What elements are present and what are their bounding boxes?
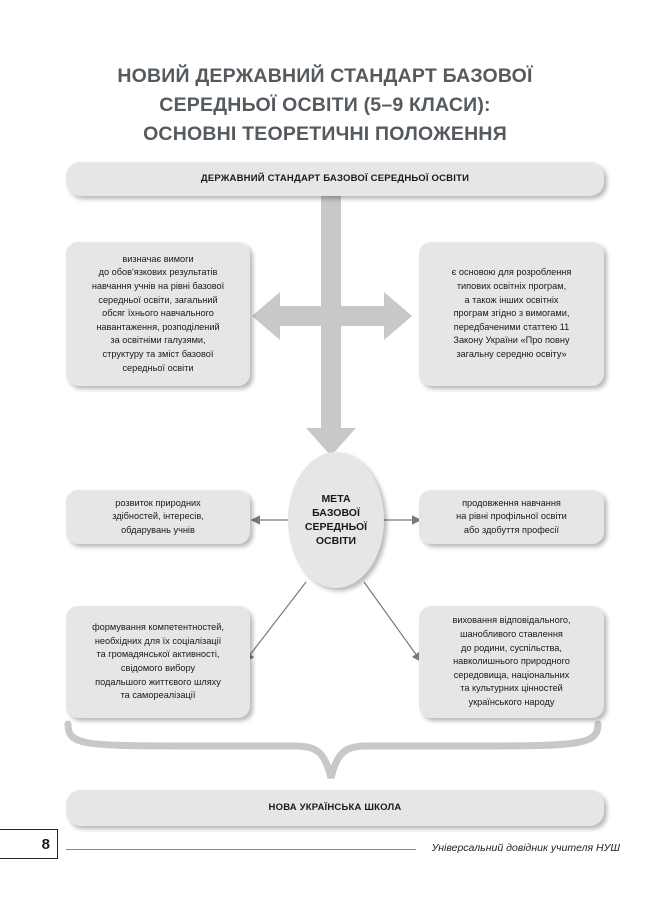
goal-box-mid-right-text: продовження навчання на рівні профільної… <box>456 497 567 538</box>
goal-text-line: виховання відповідального, <box>452 615 571 626</box>
right-definition-box: є основою для розроблення типових освітн… <box>419 242 604 386</box>
curly-brace <box>64 720 602 779</box>
goal-line: БАЗОВОЇ <box>312 507 360 519</box>
goal-text-line: подальшого життєвого шляху <box>95 676 221 687</box>
left-line: структуру та зміст базової <box>102 348 214 359</box>
goal-box-mid-left: розвиток природних здібностей, інтересів… <box>66 490 250 544</box>
goal-text-line: українського народу <box>468 696 555 707</box>
goal-text-line: необхідних для їх соціалізації <box>94 635 222 646</box>
standard-bar: ДЕРЖАВНИЙ СТАНДАРТ БАЗОВОЇ СЕРЕДНЬОЇ ОСВ… <box>66 162 604 196</box>
goal-text-line: навколишнього природного <box>453 656 570 667</box>
page-number-text: 8 <box>41 835 50 853</box>
goal-text-line: середовища, національних <box>453 669 570 680</box>
goal-box-bottom-right-text: виховання відповідального, шанобливого с… <box>452 614 570 709</box>
goal-text-line: продовження навчання <box>462 497 561 508</box>
right-line: типових освітніх програм, <box>456 281 567 292</box>
left-line: навантаження, розподілений <box>96 321 220 332</box>
goal-box-bottom-right: виховання відповідального, шанобливого с… <box>419 606 604 718</box>
page-title: НОВИЙ ДЕРЖАВНИЙ СТАНДАРТ БАЗОВОЇ СЕРЕДНЬ… <box>0 62 650 149</box>
title-line-3: ОСНОВНІ ТЕОРЕТИЧНІ ПОЛОЖЕННЯ <box>143 123 507 145</box>
right-arrow-head <box>384 292 412 340</box>
left-line: середньої освіти, загальний <box>98 294 218 305</box>
goal-box-mid-left-text: розвиток природних здібностей, інтересів… <box>112 497 204 538</box>
cross-arrow <box>252 194 412 456</box>
goal-text-line: або здобуття професії <box>463 524 560 535</box>
left-line: визначає вимоги <box>122 253 194 264</box>
goal-ellipse-text: МЕТА БАЗОВОЇ СЕРЕДНЬОЇ ОСВІТИ <box>305 492 367 548</box>
goal-text-line: та громадянської активності, <box>96 649 220 660</box>
page-number: 8 <box>0 829 58 859</box>
nus-bar: НОВА УКРАЇНСЬКА ШКОЛА <box>66 790 604 826</box>
right-line: програм згідно з вимогами, <box>453 308 570 319</box>
goal-text-line: на рівні профільної освіти <box>456 511 567 522</box>
right-definition-text: є основою для розроблення типових освітн… <box>452 266 572 361</box>
left-line: до обов'язкових результатів <box>98 267 218 278</box>
standard-bar-text: ДЕРЖАВНИЙ СТАНДАРТ БАЗОВОЇ СЕРЕДНЬОЇ ОСВ… <box>200 173 470 185</box>
goal-text-line: здібностей, інтересів, <box>112 511 204 522</box>
left-line: обсяг їхнього навчального <box>102 308 214 319</box>
connector-bottom-left <box>244 581 307 662</box>
right-line: загальну середню освіту» <box>456 348 567 359</box>
goal-text-line: та самореалізації <box>120 690 196 701</box>
left-line: середньої освіти <box>122 362 194 373</box>
goal-line: ОСВІТИ <box>315 535 357 547</box>
goal-text-line: свідомого вибору <box>120 663 196 673</box>
down-arrow-head <box>306 428 356 456</box>
right-line: передбаченими статтею 11 <box>453 321 570 332</box>
goal-ellipse: МЕТА БАЗОВОЇ СЕРЕДНЬОЇ ОСВІТИ <box>288 452 384 588</box>
nus-bar-text: НОВА УКРАЇНСЬКА ШКОЛА <box>268 802 402 814</box>
connector-bottom-right <box>363 581 422 662</box>
left-arrow-head <box>252 292 280 340</box>
goal-line: СЕРЕДНЬОЇ <box>304 521 368 533</box>
goal-text-line: розвиток природних <box>115 497 201 508</box>
footer-rule <box>66 849 416 850</box>
right-line: а також інших освітніх <box>464 294 559 305</box>
goal-text-line: шанобливого ставлення <box>460 629 563 640</box>
left-definition-text: визначає вимоги до обов'язкових результа… <box>92 253 224 375</box>
left-line: за освітніми галузями, <box>110 335 206 346</box>
goal-text-line: та культурних цінностей <box>460 683 563 694</box>
goal-connectors <box>244 515 422 662</box>
title-line-1: НОВИЙ ДЕРЖАВНИЙ СТАНДАРТ БАЗОВОЇ <box>117 65 533 87</box>
goal-box-mid-right: продовження навчання на рівні профільної… <box>419 490 604 544</box>
horizontal-arrow-shaft <box>272 306 392 326</box>
goal-text-line: до родини, суспільства, <box>461 642 562 653</box>
right-line: Закону України «Про повну <box>453 335 570 346</box>
goal-box-bottom-left-text: формування компетентностей, необхідних д… <box>92 621 224 703</box>
title-line-2: СЕРЕДНЬОЇ ОСВІТИ (5–9 КЛАСИ): <box>159 94 491 116</box>
footer-book-title: Універсальний довідник учителя НУШ <box>431 842 620 854</box>
right-line: є основою для розроблення <box>451 267 572 278</box>
left-definition-box: визначає вимоги до обов'язкових результа… <box>66 242 250 386</box>
left-line: навчання учнів на рівні базової <box>91 281 225 292</box>
goal-box-bottom-left: формування компетентностей, необхідних д… <box>66 606 250 718</box>
goal-line: МЕТА <box>321 493 351 505</box>
goal-text-line: формування компетентностей, <box>92 622 224 633</box>
goal-text-line: обдарувань учнів <box>121 524 195 535</box>
